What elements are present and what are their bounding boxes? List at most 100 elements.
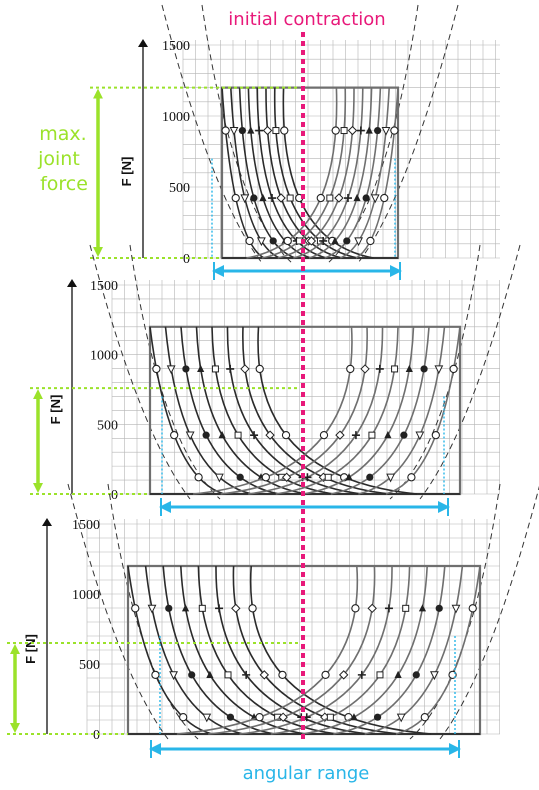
curve-marker <box>356 126 365 135</box>
curve-marker <box>198 604 206 612</box>
curve-marker <box>319 430 329 440</box>
left-force-curve <box>230 87 280 259</box>
right-force-curve <box>275 326 399 495</box>
curve-marker <box>272 127 280 135</box>
curve-marker <box>182 365 190 373</box>
curve-marker <box>259 193 267 202</box>
curve-marker <box>147 604 157 614</box>
curve-marker <box>326 194 334 202</box>
right-force-curve <box>239 565 393 735</box>
y-tick-label: 1000 <box>90 349 118 364</box>
y-tick-label: 0 <box>93 728 100 743</box>
curve-marker <box>211 365 219 373</box>
right-force-curve <box>248 326 384 495</box>
curve-marker <box>381 126 391 136</box>
left-force-curve <box>149 326 225 495</box>
curve-marker <box>338 670 349 680</box>
curve-marker <box>169 671 178 681</box>
curve-marker <box>188 671 196 679</box>
curve-marker <box>214 473 224 483</box>
curve-marker <box>373 713 382 721</box>
curve-marker <box>400 431 408 439</box>
left-force-curve <box>127 565 213 735</box>
curve-marker <box>166 365 176 375</box>
curve-marker <box>240 194 250 204</box>
curve-marker <box>194 473 203 482</box>
right-force-curve <box>293 87 364 259</box>
curve-marker <box>259 670 270 680</box>
curve-marker <box>281 472 292 482</box>
curve-marker <box>321 670 330 680</box>
dashed-boundary-curve <box>439 485 539 740</box>
right-force-curve <box>208 565 376 735</box>
max-joint-force-label: max. joint force <box>37 123 93 195</box>
curve-marker <box>407 473 416 482</box>
curve-marker <box>468 604 477 613</box>
curve-marker <box>370 194 380 204</box>
curve-marker <box>324 473 332 481</box>
curve-marker <box>415 431 425 441</box>
curve-marker <box>376 671 384 679</box>
right-force-curve <box>333 565 446 735</box>
curve-marker <box>420 365 428 373</box>
right-force-curve <box>385 326 461 495</box>
curve-marker <box>345 473 353 481</box>
y-axis-label: F [N] <box>119 157 134 187</box>
y-tick-label: 500 <box>169 181 190 196</box>
y-tick-label: 1500 <box>72 518 100 533</box>
curve-marker <box>366 236 375 246</box>
y-axis-label: F [N] <box>23 634 38 664</box>
curve-marker <box>181 604 190 612</box>
curve-marker <box>396 713 406 723</box>
left-force-curve <box>247 87 312 259</box>
curve-marker <box>405 364 413 373</box>
curve-marker <box>262 125 273 136</box>
right-force-curve <box>355 87 399 259</box>
curve-marker <box>131 604 140 613</box>
right-force-curve <box>301 565 428 735</box>
left-force-curve <box>273 87 359 259</box>
curve-marker <box>206 670 214 678</box>
curve-marker <box>368 431 376 439</box>
curve-marker <box>224 671 232 679</box>
y-tick-label: 500 <box>79 658 100 673</box>
left-force-curve <box>221 87 265 259</box>
side-label-line-3: force <box>40 173 88 195</box>
curve-marker <box>255 364 264 374</box>
curve-marker <box>340 127 348 135</box>
curve-marker <box>248 604 257 613</box>
curve-marker <box>278 712 288 722</box>
curve-marker <box>179 713 188 722</box>
curve-marker <box>390 126 399 135</box>
curve-marker <box>402 604 410 612</box>
curve-marker <box>449 364 458 374</box>
y-tick-label: 1500 <box>90 279 118 294</box>
dashed-boundary-curve <box>129 244 221 500</box>
y-tick-label: 500 <box>97 418 118 433</box>
curve-marker <box>268 194 277 203</box>
curve-marker <box>353 193 361 202</box>
curve-marker <box>384 604 393 613</box>
curve-marker <box>283 236 292 246</box>
curve-marker <box>316 193 325 203</box>
curve-marker <box>250 194 258 202</box>
right-force-curve <box>220 326 368 495</box>
curve-marker <box>362 194 370 202</box>
curve-marker <box>420 713 429 722</box>
left-force-curve <box>265 87 343 259</box>
curve-marker <box>412 671 420 679</box>
curve-marker <box>185 431 195 441</box>
y-tick-label: 1500 <box>162 39 190 54</box>
initial-contraction-label: initial contraction <box>228 9 385 30</box>
curve-marker <box>394 670 402 678</box>
dashed-boundary-curve <box>389 244 481 500</box>
curve-marker <box>347 125 358 136</box>
right-force-curve <box>176 565 359 735</box>
right-force-curve <box>324 87 382 259</box>
left-force-curve <box>256 87 327 259</box>
curve-marker <box>261 473 270 482</box>
curve-marker <box>331 126 340 135</box>
curve-marker <box>360 364 370 374</box>
